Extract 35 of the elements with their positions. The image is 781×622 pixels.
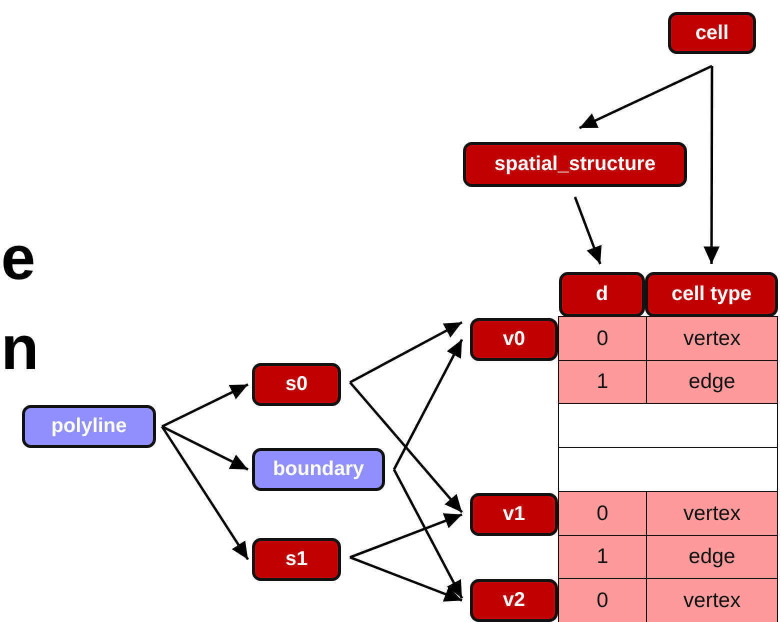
arrow: [350, 513, 462, 559]
arrow: [160, 426, 250, 560]
arrow: [349, 382, 463, 514]
table-cell: 0: [558, 316, 647, 361]
node-box: d: [559, 272, 645, 317]
heading-fragment: n: [1, 318, 39, 380]
arrow: [574, 196, 602, 264]
node-box: boundary: [252, 448, 385, 491]
arrow: [578, 64, 713, 130]
table-cell: vertex: [646, 578, 778, 622]
arrow: [392, 468, 464, 599]
table-cell: 0: [558, 578, 647, 622]
table-cell: 0: [558, 491, 647, 536]
arrow: [392, 338, 464, 470]
arrow: [350, 556, 462, 602]
table-cell: edge: [646, 360, 778, 404]
node-box: polyline: [22, 405, 156, 448]
arrow: [161, 383, 249, 428]
node-box: v0: [470, 318, 558, 361]
table-cell: 1: [558, 360, 647, 404]
node-box: s1: [252, 538, 341, 581]
table-cell: edge: [646, 535, 778, 579]
table-cell: 1: [558, 535, 647, 579]
node-box: v2: [470, 579, 558, 622]
arrow: [161, 425, 249, 471]
heading-fragment: e: [1, 228, 36, 290]
table-cell: vertex: [646, 316, 778, 361]
node-box: v1: [470, 493, 558, 536]
node-box: spatial_structure: [463, 142, 687, 187]
table-cell: vertex: [646, 491, 778, 536]
node-box: cell: [668, 12, 756, 54]
arrow: [349, 321, 463, 384]
node-box: cell type: [645, 272, 778, 317]
arrow: [704, 66, 720, 264]
node-box: s0: [252, 363, 341, 406]
